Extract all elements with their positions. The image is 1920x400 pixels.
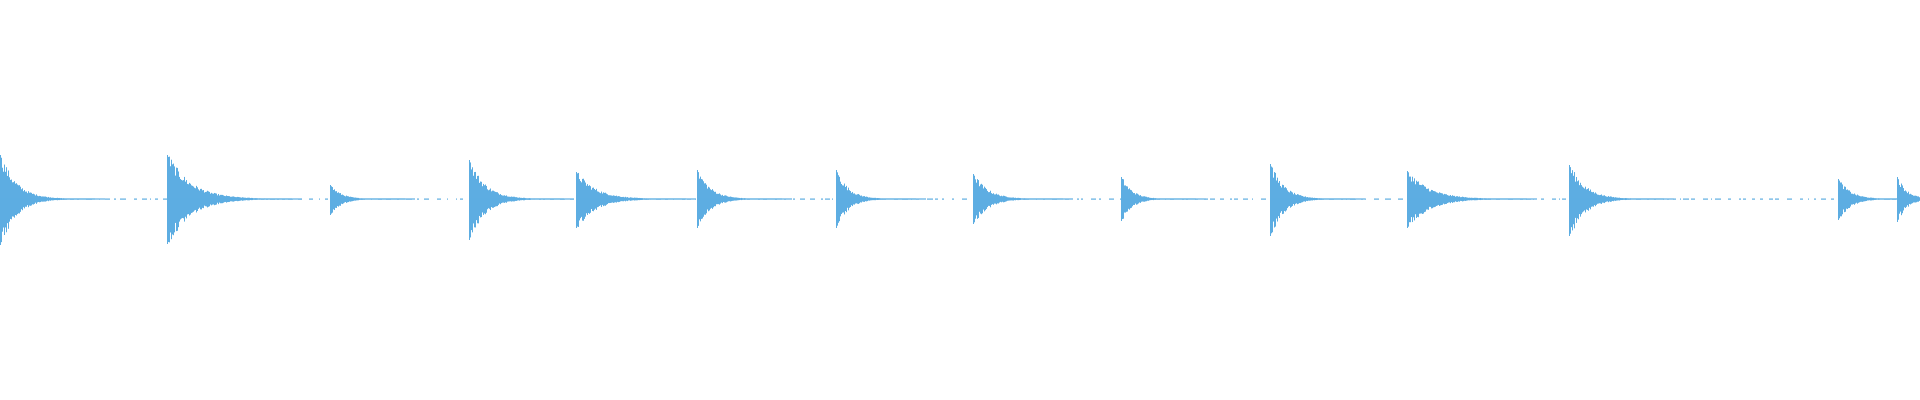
transient-12 — [1838, 179, 1920, 220]
transient-7 — [973, 174, 1073, 224]
transient-0 — [0, 155, 105, 245]
transient-11 — [1569, 165, 1674, 236]
transient-10 — [1407, 171, 1537, 228]
transient-9 — [1270, 164, 1365, 236]
transient-13 — [1897, 177, 1920, 222]
waveform-transients — [0, 155, 1920, 245]
transient-4 — [576, 172, 696, 228]
transient-8 — [1121, 177, 1206, 221]
transient-3 — [469, 160, 574, 240]
transient-2 — [330, 185, 415, 215]
transient-5 — [697, 170, 792, 228]
transient-1 — [167, 155, 302, 244]
transient-6 — [836, 170, 926, 228]
